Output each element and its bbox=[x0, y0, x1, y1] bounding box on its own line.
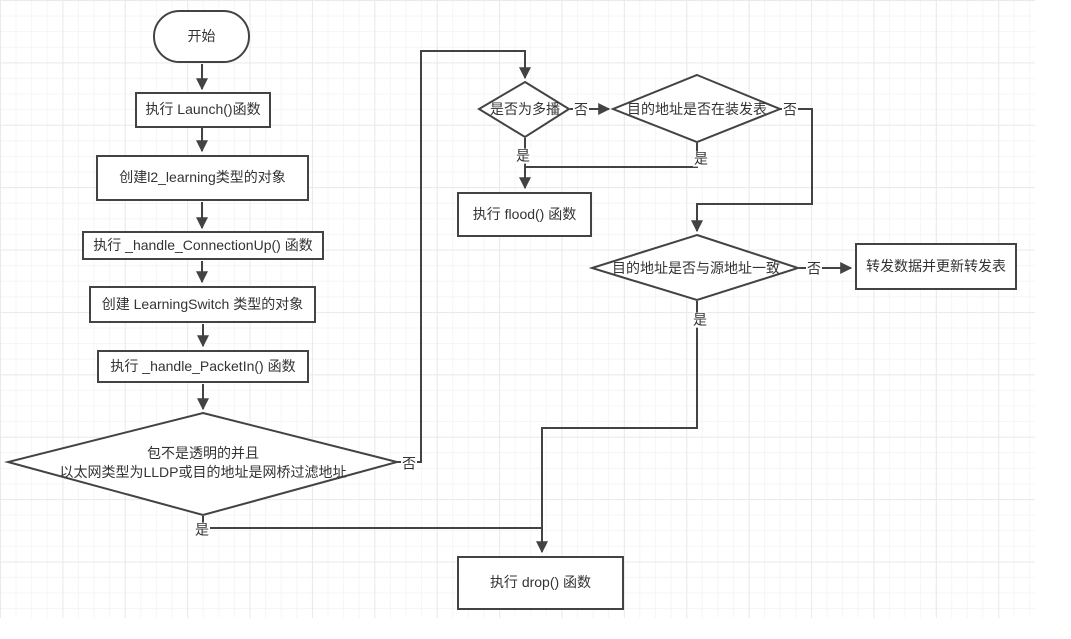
decision-check-multicast-shape bbox=[477, 80, 571, 139]
edge-label-no: 否 bbox=[806, 260, 822, 277]
node-start: 开始 bbox=[153, 10, 250, 63]
node-handle-connection-up: 执行 _handle_ConnectionUp() 函数 bbox=[82, 231, 324, 260]
edge-checksame-yes-drop bbox=[541, 301, 698, 528]
decision-check-same-address-shape bbox=[588, 233, 802, 302]
node-create-l2: 创建l2_learning类型的对象 bbox=[96, 155, 309, 201]
decision-check-ignore-shape bbox=[4, 411, 401, 517]
node-forward-update: 转发数据并更新转发表 bbox=[855, 243, 1017, 290]
edge-label-no: 否 bbox=[573, 101, 589, 118]
edge-label-yes: 是 bbox=[194, 521, 210, 538]
node-create-learning-switch: 创建 LearningSwitch 类型的对象 bbox=[89, 286, 316, 323]
edge-label-no: 否 bbox=[401, 455, 417, 472]
edge-label-yes: 是 bbox=[515, 147, 531, 164]
edge-label-no: 否 bbox=[782, 101, 798, 118]
node-drop: 执行 drop() 函数 bbox=[457, 556, 624, 610]
edge-label-yes: 是 bbox=[693, 150, 709, 167]
edge-checkintable-no-checksame bbox=[691, 108, 813, 233]
node-launch: 执行 Launch()函数 bbox=[135, 92, 271, 128]
edge-checkintable-yes-flood bbox=[526, 143, 698, 168]
node-handle-packet-in: 执行 _handle_PacketIn() 函数 bbox=[97, 350, 309, 383]
edge-label-yes: 是 bbox=[692, 311, 708, 328]
node-flood: 执行 flood() 函数 bbox=[457, 192, 592, 237]
edge-checkignore-yes-drop bbox=[202, 516, 548, 554]
decision-check-in-table-shape bbox=[610, 73, 783, 144]
